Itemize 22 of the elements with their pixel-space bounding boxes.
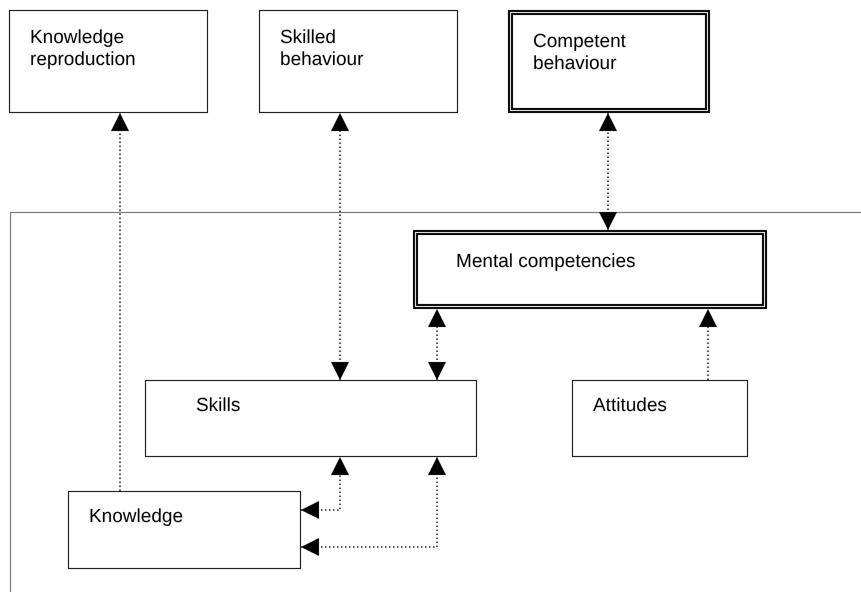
text-box xyxy=(259,10,458,113)
node-label: Skilled behaviour xyxy=(280,27,364,71)
arrow xyxy=(331,113,349,380)
node-label: Competent behaviour xyxy=(533,31,627,75)
arrow xyxy=(599,113,617,230)
node-label: Knowledge xyxy=(89,506,184,528)
text-box xyxy=(413,230,767,309)
frame-box xyxy=(10,212,861,592)
arrow xyxy=(111,113,129,491)
arrow xyxy=(428,309,446,380)
text-box xyxy=(508,10,710,113)
node-label: Skills xyxy=(196,395,242,417)
node-label: Attitudes xyxy=(593,395,668,417)
arrow xyxy=(301,457,446,556)
text-box xyxy=(572,380,748,457)
node-label: Knowledge reproduction xyxy=(30,27,137,71)
arrow xyxy=(699,309,717,380)
text-box xyxy=(68,491,301,569)
text-box xyxy=(9,10,208,113)
text-box xyxy=(145,380,477,457)
node-label: Mental competencies xyxy=(456,251,637,273)
arrow xyxy=(301,457,349,519)
